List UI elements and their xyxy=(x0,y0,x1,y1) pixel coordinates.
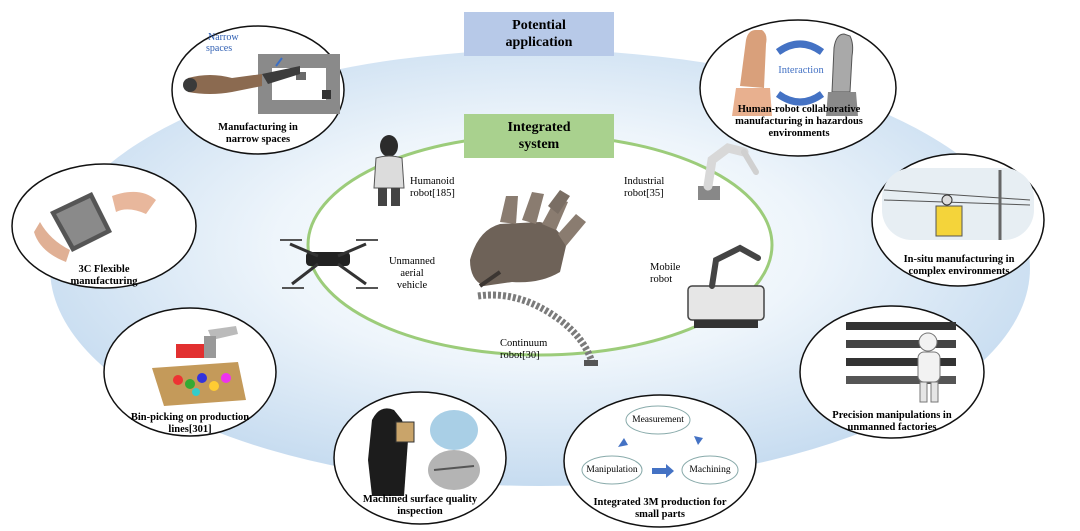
circle-in-situ xyxy=(871,153,1045,287)
narrow-callout-text: Narrow xyxy=(208,32,239,43)
circle-precision xyxy=(799,305,985,439)
narrow-spaces-title: Manufacturing in narrow spaces xyxy=(218,122,298,145)
continuum-robot-figure xyxy=(477,291,598,366)
circle-bin xyxy=(103,307,277,437)
continuum-robot-label: Continuum robot[30] xyxy=(500,338,548,361)
three-m-title: Integrated 3M production for small parts xyxy=(593,497,727,520)
svg-text:spaces: spaces xyxy=(206,43,232,54)
human-robot-title: Human-robot collaborative manufacturing … xyxy=(735,104,863,139)
humanoid-robot-figure xyxy=(373,135,405,206)
potential-application-box: Potential application xyxy=(464,12,614,56)
3c-flexible-title: 3C Flexible manufacturing xyxy=(70,264,138,287)
circle-3m xyxy=(563,394,757,528)
industrial-robot-label: Industrial robot[35] xyxy=(624,176,665,199)
circle-narrow-spaces: Narrow spaces xyxy=(171,25,345,155)
potential-application-label: Potential application xyxy=(505,18,573,50)
humanoid-robot-label: Humanoid robot[185] xyxy=(410,176,455,199)
circle-surface xyxy=(333,391,507,525)
measurement-label: Measurement xyxy=(632,415,684,425)
node-manipulation xyxy=(581,455,643,485)
node-measurement xyxy=(625,405,691,435)
robot-hand-figure xyxy=(470,190,586,288)
mobile-robot-figure xyxy=(687,244,765,328)
mobile-robot-label: Mobile robot xyxy=(650,262,681,285)
circle-human-robot xyxy=(699,19,897,157)
precision-title: Precision manipulations in unmanned fact… xyxy=(832,410,952,433)
circle-3c xyxy=(11,163,197,289)
industrial-robot-figure xyxy=(698,143,759,200)
machining-label: Machining xyxy=(689,465,731,475)
integrated-system-box: Integrated system xyxy=(464,114,614,158)
node-machining xyxy=(681,455,739,485)
bin-picking-title: Bin-picking on production lines[301] xyxy=(130,412,250,435)
uav-label: Unmanned aerial vehicle xyxy=(388,256,436,291)
manipulation-label: Manipulation xyxy=(586,465,638,475)
in-situ-title: In-situ manufacturing in complex environ… xyxy=(903,254,1015,277)
uav-figure xyxy=(280,239,378,289)
surface-title: Machined surface quality inspection xyxy=(362,494,478,517)
interaction-label: Interaction xyxy=(778,65,824,76)
integrated-system-label: Integrated system xyxy=(507,120,571,152)
